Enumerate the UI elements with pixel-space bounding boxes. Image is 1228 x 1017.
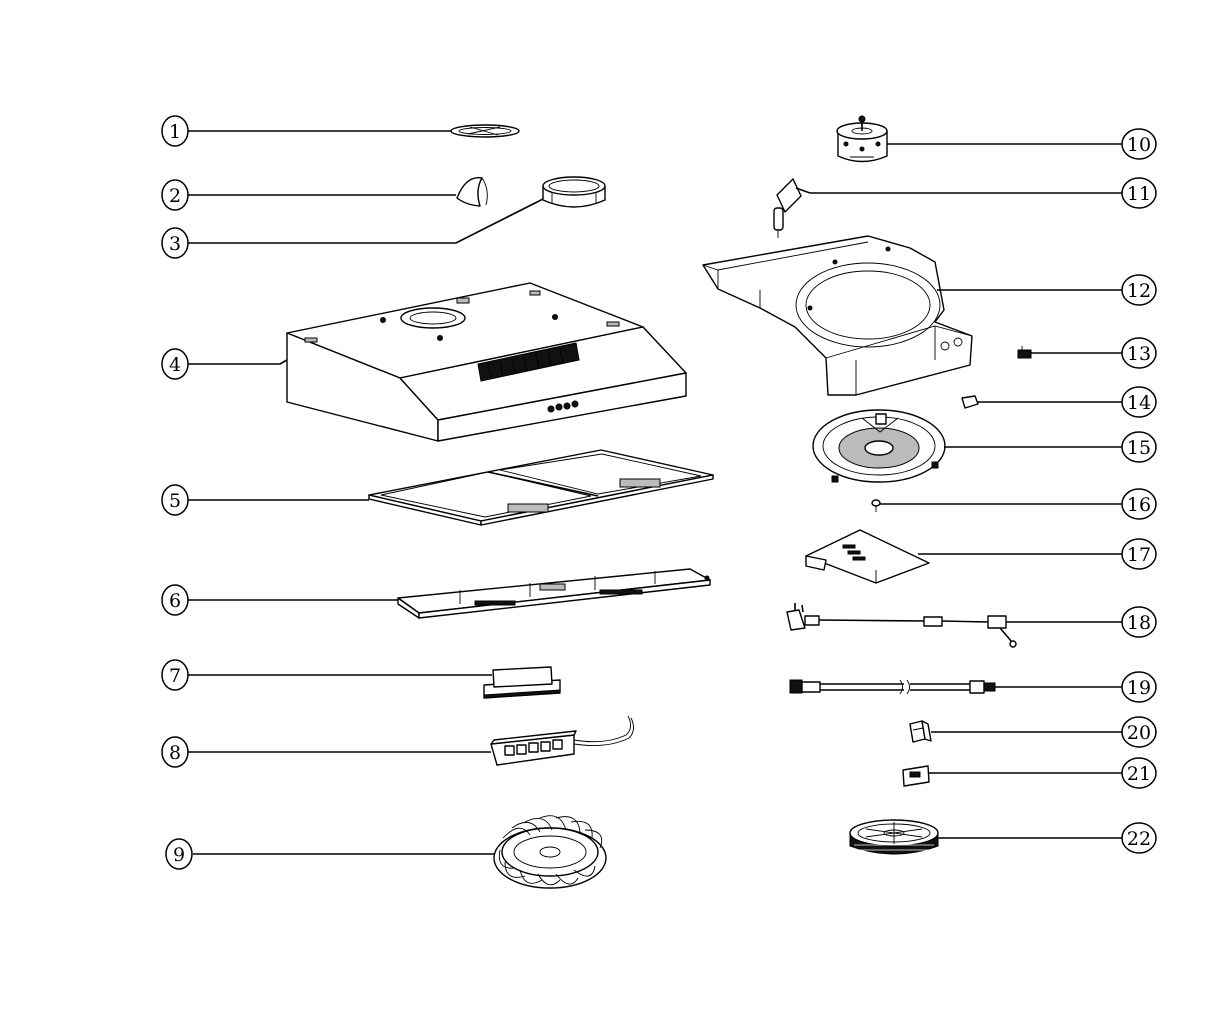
callout-label-20: 20 bbox=[1127, 722, 1151, 744]
callout-14: 14 bbox=[1121, 386, 1157, 418]
callout-19: 19 bbox=[1121, 671, 1157, 703]
connector-icon bbox=[1017, 346, 1032, 359]
callout-11: 11 bbox=[1121, 177, 1157, 209]
callout-16: 16 bbox=[1121, 488, 1157, 520]
callout-15: 15 bbox=[1121, 431, 1157, 463]
callout-21: 21 bbox=[1121, 757, 1157, 789]
charcoal-filter-icon bbox=[849, 819, 939, 855]
callout-4: 4 bbox=[161, 348, 189, 380]
callout-17: 17 bbox=[1121, 538, 1157, 570]
clip-icon bbox=[961, 395, 979, 409]
callout-label-3: 3 bbox=[169, 233, 181, 255]
callout-label-5: 5 bbox=[169, 490, 181, 512]
callout-label-4: 4 bbox=[169, 354, 181, 376]
duct-collar-icon bbox=[542, 176, 606, 208]
callouts-right: 10 11 12 13 14 15 16 17 bbox=[1121, 128, 1157, 854]
switch-icon bbox=[490, 715, 634, 766]
callout-label-22: 22 bbox=[1127, 828, 1151, 850]
power-cord-icon bbox=[786, 603, 1017, 648]
callout-label-19: 19 bbox=[1127, 677, 1151, 699]
callouts-left: 1 2 3 4 5 6 7 8 bbox=[161, 115, 193, 870]
callout-label-10: 10 bbox=[1127, 134, 1151, 156]
callout-2: 2 bbox=[161, 179, 189, 211]
fan-impeller-icon bbox=[493, 815, 607, 889]
callout-18: 18 bbox=[1121, 606, 1157, 638]
callout-12: 12 bbox=[1121, 274, 1157, 306]
callout-label-6: 6 bbox=[169, 590, 181, 612]
callout-8: 8 bbox=[161, 736, 189, 768]
callout-label-8: 8 bbox=[169, 742, 181, 764]
callout-7: 7 bbox=[161, 659, 189, 691]
callout-label-12: 12 bbox=[1127, 280, 1151, 302]
callout-label-9: 9 bbox=[173, 844, 185, 866]
pcb-icon bbox=[902, 765, 930, 787]
callout-6: 6 bbox=[161, 584, 189, 616]
leader-line-11 bbox=[795, 187, 1122, 194]
callout-20: 20 bbox=[1121, 716, 1157, 748]
callout-label-14: 14 bbox=[1127, 392, 1151, 414]
callout-label-16: 16 bbox=[1127, 494, 1151, 516]
callout-9: 9 bbox=[165, 838, 193, 870]
callout-label-21: 21 bbox=[1127, 763, 1151, 785]
callout-label-15: 15 bbox=[1127, 437, 1151, 459]
callout-label-2: 2 bbox=[169, 185, 181, 207]
callout-label-17: 17 bbox=[1127, 544, 1151, 566]
callout-1: 1 bbox=[161, 115, 189, 147]
callout-label-11: 11 bbox=[1127, 183, 1151, 205]
wire-cover-icon bbox=[805, 529, 930, 584]
lamp-icon bbox=[483, 666, 561, 699]
callout-22: 22 bbox=[1121, 822, 1157, 854]
switch-knob-icon bbox=[909, 720, 932, 743]
callout-5: 5 bbox=[161, 484, 189, 516]
leader-line-4 bbox=[188, 359, 288, 365]
callout-13: 13 bbox=[1121, 337, 1157, 369]
motor-icon bbox=[836, 115, 888, 163]
hood-body-icon bbox=[286, 282, 687, 442]
callout-3: 3 bbox=[161, 227, 189, 259]
callout-10: 10 bbox=[1121, 128, 1157, 160]
callout-label-18: 18 bbox=[1127, 612, 1151, 634]
grease-filter-icon bbox=[368, 449, 714, 526]
capacitor-icon bbox=[773, 178, 802, 238]
cable-icon bbox=[789, 679, 996, 695]
filter-frame-icon bbox=[397, 568, 711, 619]
leader-lines bbox=[188, 130, 1122, 855]
damper-flap-icon bbox=[456, 176, 488, 207]
screw-icon bbox=[871, 499, 881, 512]
blower-cover-icon bbox=[812, 409, 946, 483]
callout-label-1: 1 bbox=[169, 121, 181, 143]
callout-label-7: 7 bbox=[169, 665, 181, 687]
callout-label-13: 13 bbox=[1127, 343, 1151, 365]
leader-line-3 bbox=[188, 198, 544, 244]
spring-clip-icon bbox=[450, 124, 520, 138]
blower-housing-icon bbox=[702, 235, 973, 396]
